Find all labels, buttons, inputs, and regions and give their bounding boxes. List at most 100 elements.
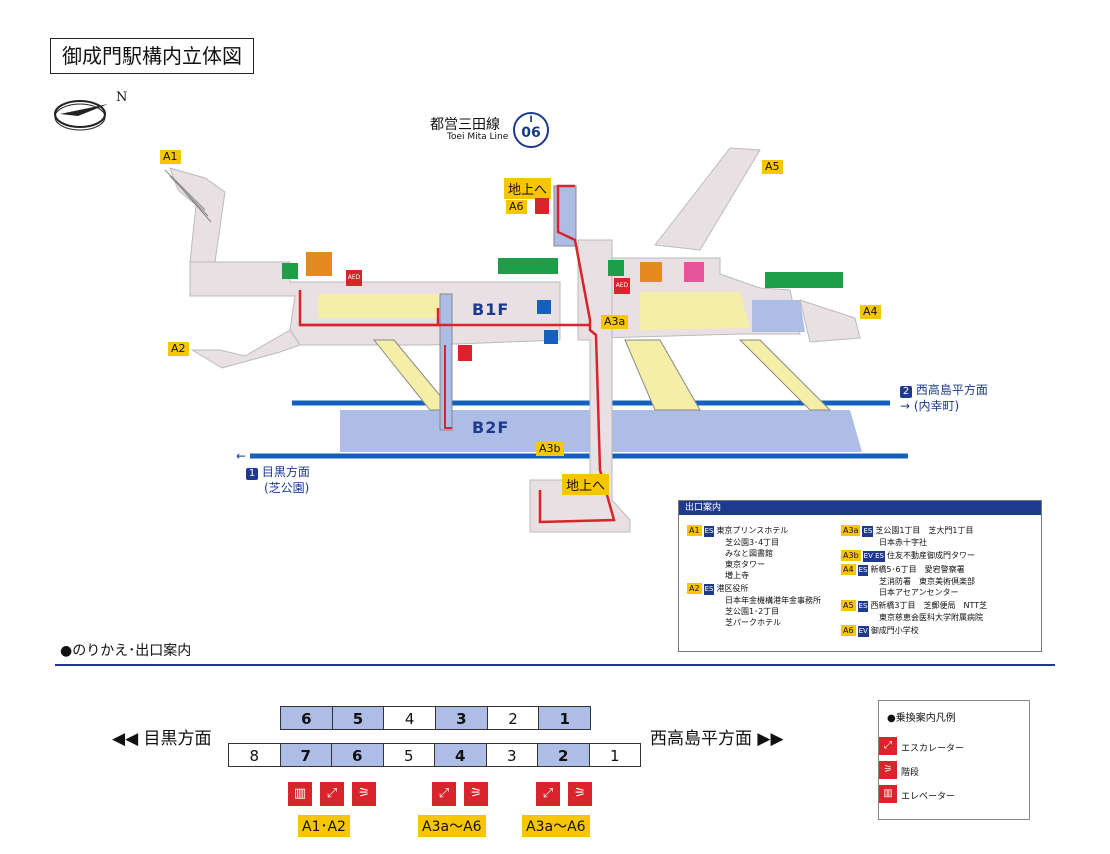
stairs-icon: ⚞ xyxy=(568,782,592,806)
direction-left-name: 目黒方面 xyxy=(261,465,310,479)
train-car: 4 xyxy=(383,706,436,730)
train-car: 5 xyxy=(331,706,385,730)
train-car: 4 xyxy=(434,743,487,767)
exit-type-badge: ES xyxy=(862,526,874,537)
to-ground-label-a3b: 地上へ xyxy=(562,474,610,495)
station-office-icon-right xyxy=(640,262,662,282)
escalator-icon: ⤢ xyxy=(879,737,897,755)
phone-icon xyxy=(544,330,558,344)
station-office-icon xyxy=(306,252,332,276)
train-car: 1 xyxy=(538,706,591,730)
page-title: 御成門駅構内立体図 xyxy=(50,38,254,74)
escalator-icon: ⤢ xyxy=(432,782,456,806)
exit-destination: 芝公園3･4丁目 xyxy=(725,538,780,547)
exit-badge: A3b xyxy=(841,550,861,561)
exit-tag-a5: A5 xyxy=(762,160,783,174)
exit-destination: 西新橋3丁目 芝郵便局 NTT芝 xyxy=(870,601,988,610)
train-car: 6 xyxy=(280,706,333,730)
exit-badge: A6 xyxy=(841,625,856,636)
exit-destination: 芝公園1丁目 芝大門1丁目 xyxy=(875,526,974,535)
a4-passage xyxy=(799,299,861,343)
aed-icon-right: AED xyxy=(614,278,630,294)
train-car: 5 xyxy=(382,743,435,767)
transfer-right-direction: 西高島平方面 ▶▶ xyxy=(650,729,784,749)
direction-right-name: 西高島平方面 xyxy=(915,383,988,397)
transfer-exits-group-3: A3a～A6 xyxy=(522,815,590,837)
exit-destination: 東京プリンスホテル xyxy=(716,526,789,535)
exit-type-badge: ES xyxy=(857,565,869,576)
exit-destination: 港区役所 xyxy=(716,584,749,593)
transfer-section-title: ●のりかえ･出口案内 xyxy=(60,643,192,659)
exit-destination: みなと図書館 xyxy=(725,549,773,558)
nursing-room-icon xyxy=(684,262,704,282)
exit-destination: 御成門小学校 xyxy=(870,626,919,635)
exit-destination: 新橋5･6丁目 愛宕警察署 xyxy=(870,565,965,574)
exit-tag-a3b: A3b xyxy=(536,442,564,456)
stairs-icon: ⚞ xyxy=(352,782,376,806)
train-car: 3 xyxy=(435,706,488,730)
transfer-exits-group-2: A3a～A6 xyxy=(418,815,486,837)
exit-type-badge: ES xyxy=(857,601,869,612)
section-divider xyxy=(55,664,1055,666)
exit-destination: 日本アセアンセンター xyxy=(879,588,959,597)
train-car: 7 xyxy=(279,743,332,767)
train-car: 2 xyxy=(537,743,590,767)
exit-tag-a6: A6 xyxy=(506,200,527,214)
ticket-gate-icon xyxy=(537,300,551,314)
train-car: 2 xyxy=(486,706,540,730)
barrier-free-toilet-icons xyxy=(498,258,558,274)
a5-passage xyxy=(654,147,761,251)
to-ground-label-a6: 地上へ xyxy=(504,178,552,199)
exit-badge: A2 xyxy=(687,583,702,594)
exit-destination: 芝消防署 東京美術倶楽部 xyxy=(879,577,975,586)
elevator-icon-b1 xyxy=(458,345,472,361)
elevator-icon-a6 xyxy=(535,198,549,214)
exit-tag-a2: A2 xyxy=(168,342,189,356)
train-car: 3 xyxy=(485,743,538,767)
station-number-badge: I 06 xyxy=(513,112,549,148)
exit-type-badge: ES xyxy=(703,526,715,537)
a4-elevator-area xyxy=(752,300,805,332)
exit-tag-a4: A4 xyxy=(860,305,881,319)
legend-escalator: ⤢ エスカレーター xyxy=(879,737,964,755)
direction-left-via: (芝公園) xyxy=(264,481,310,495)
a3b-passage xyxy=(529,239,631,533)
direction-right-via: → (内幸町) xyxy=(900,399,960,413)
aed-icon: AED xyxy=(346,270,362,286)
exit-badge: A1 xyxy=(687,525,702,536)
a2-passage xyxy=(190,329,301,369)
station-code-letter: I xyxy=(529,115,533,125)
train-car: 6 xyxy=(331,743,384,767)
direction-left-arrow: ← xyxy=(236,449,247,463)
exit-tag-a1: A1 xyxy=(160,150,181,164)
train-car: 1 xyxy=(588,743,641,767)
exit-type-badge: ES xyxy=(703,584,715,595)
transfer-left-direction: ◀◀ 目黒方面 xyxy=(112,729,212,749)
exit-badge: A4 xyxy=(841,564,856,575)
floor-label-b2: B2F xyxy=(472,418,510,437)
exit-type-badge: EV ES xyxy=(862,551,885,562)
transfer-legend-title: ●乗換案内凡例 xyxy=(887,713,956,724)
exit-guide-header: 出口案内 xyxy=(679,501,1041,515)
elevator-route-b2 xyxy=(444,345,452,429)
exit-type-badge: EV xyxy=(857,626,869,637)
floor-label-b1: B1F xyxy=(472,300,510,319)
a1-passage xyxy=(169,167,226,263)
legend-stairs: ⚞ 階段 xyxy=(879,761,919,779)
exit-tag-a3a: A3a xyxy=(601,315,629,329)
train-car: 8 xyxy=(228,743,281,767)
exit-destination: 芝パークホテル xyxy=(725,618,781,627)
exit-destination: 増上寺 xyxy=(725,571,749,580)
line-name: 都営三田線 xyxy=(430,117,500,133)
direction-left: 1 目黒方面 (芝公園) xyxy=(246,464,310,496)
elevator-icon: ▥ xyxy=(288,782,312,806)
escalator-icon: ⤢ xyxy=(320,782,344,806)
